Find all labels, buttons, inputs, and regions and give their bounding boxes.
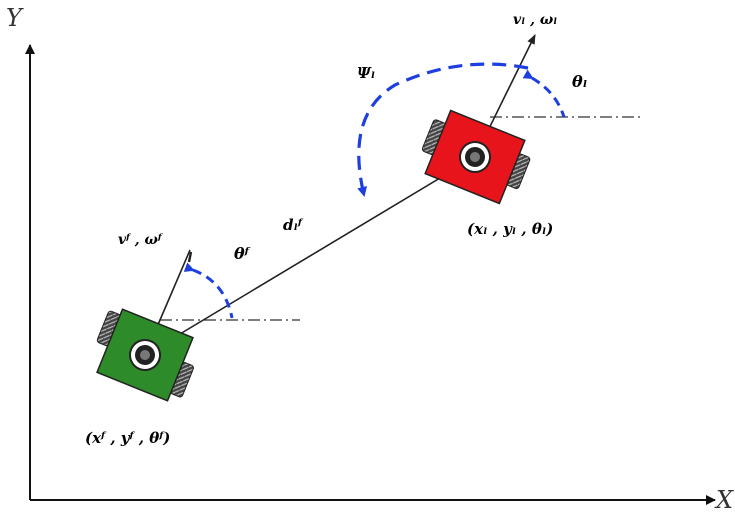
y-axis-label: Y	[6, 4, 22, 32]
psi-arc	[357, 62, 529, 197]
follower-robot	[96, 308, 194, 402]
leader-pose-label: (xₗ , yₗ , θₗ)	[467, 220, 554, 238]
leader-angle-arc	[522, 69, 566, 118]
follower-pose-label: (xᶠ , yᶠ , θᶠ)	[85, 429, 171, 447]
follower-angle-arc	[183, 262, 234, 319]
distance-line	[144, 156, 476, 356]
follower-heading-tick	[187, 251, 193, 263]
leader-robot	[421, 109, 531, 205]
leader-angle-label: θₗ	[572, 72, 588, 91]
leader-velocity-label: vₗ , ωₗ	[513, 12, 558, 28]
follower-angle-label: θᶠ	[234, 244, 250, 263]
follower-velocity-label: vᶠ , ωᶠ	[118, 232, 162, 248]
distance-label: dₗᶠ	[283, 216, 302, 234]
psi-label: Ψₗ	[357, 64, 376, 82]
x-axis-label: X	[716, 486, 734, 514]
